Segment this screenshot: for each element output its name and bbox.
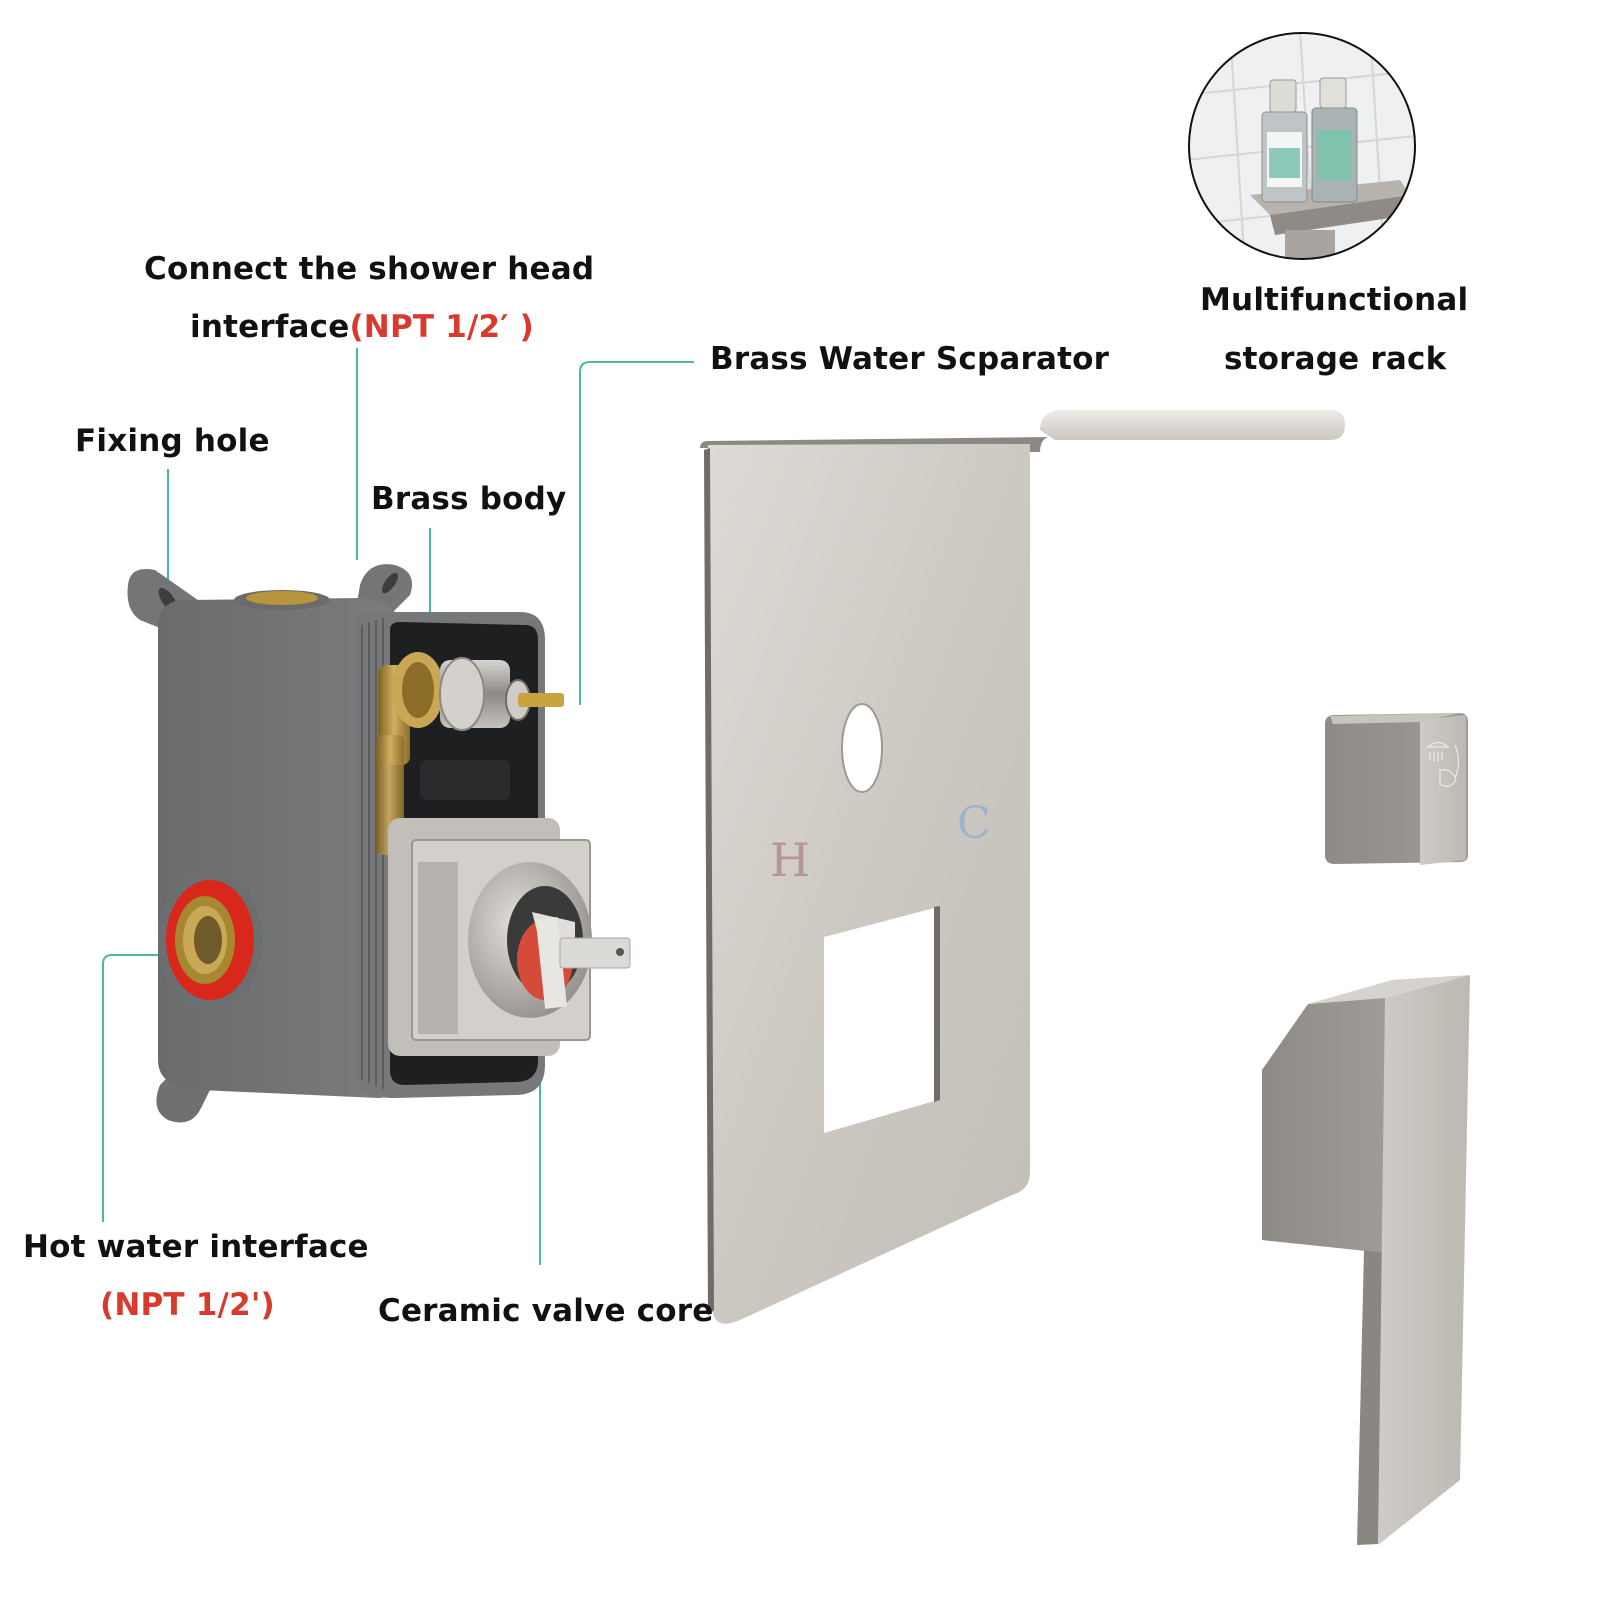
separator-label: Brass Water Scparator	[710, 341, 1110, 377]
hot-water-label: Hot water interface	[23, 1229, 369, 1265]
trim-plate-art	[700, 410, 1345, 1324]
brass-body-label: Brass body	[371, 481, 567, 517]
hot-marker: H	[770, 833, 811, 887]
diverter-knob-art	[1325, 713, 1468, 865]
storage-rack-label-line2: storage rack	[1224, 341, 1447, 377]
fixing-hole-label: Fixing hole	[75, 423, 270, 459]
shower-head-label-prefix: interface	[190, 309, 350, 345]
hot-water-spec: (NPT 1/2')	[100, 1287, 275, 1323]
valve-core-label: Ceramic valve core	[378, 1293, 714, 1329]
storage-rack-inset	[1189, 33, 1415, 259]
cold-marker: C	[957, 798, 991, 849]
storage-rack-label-line1: Multifunctional	[1200, 282, 1469, 318]
valve-housing-art	[127, 564, 631, 1123]
lever-handle-art	[1262, 975, 1470, 1545]
shower-head-label-line2: interface(NPT 1/2′ )	[190, 312, 534, 343]
inset-border	[1188, 32, 1416, 260]
shower-head-spec: (NPT 1/2′ )	[349, 309, 535, 345]
shower-head-label-line1: Connect the shower head	[144, 251, 595, 287]
